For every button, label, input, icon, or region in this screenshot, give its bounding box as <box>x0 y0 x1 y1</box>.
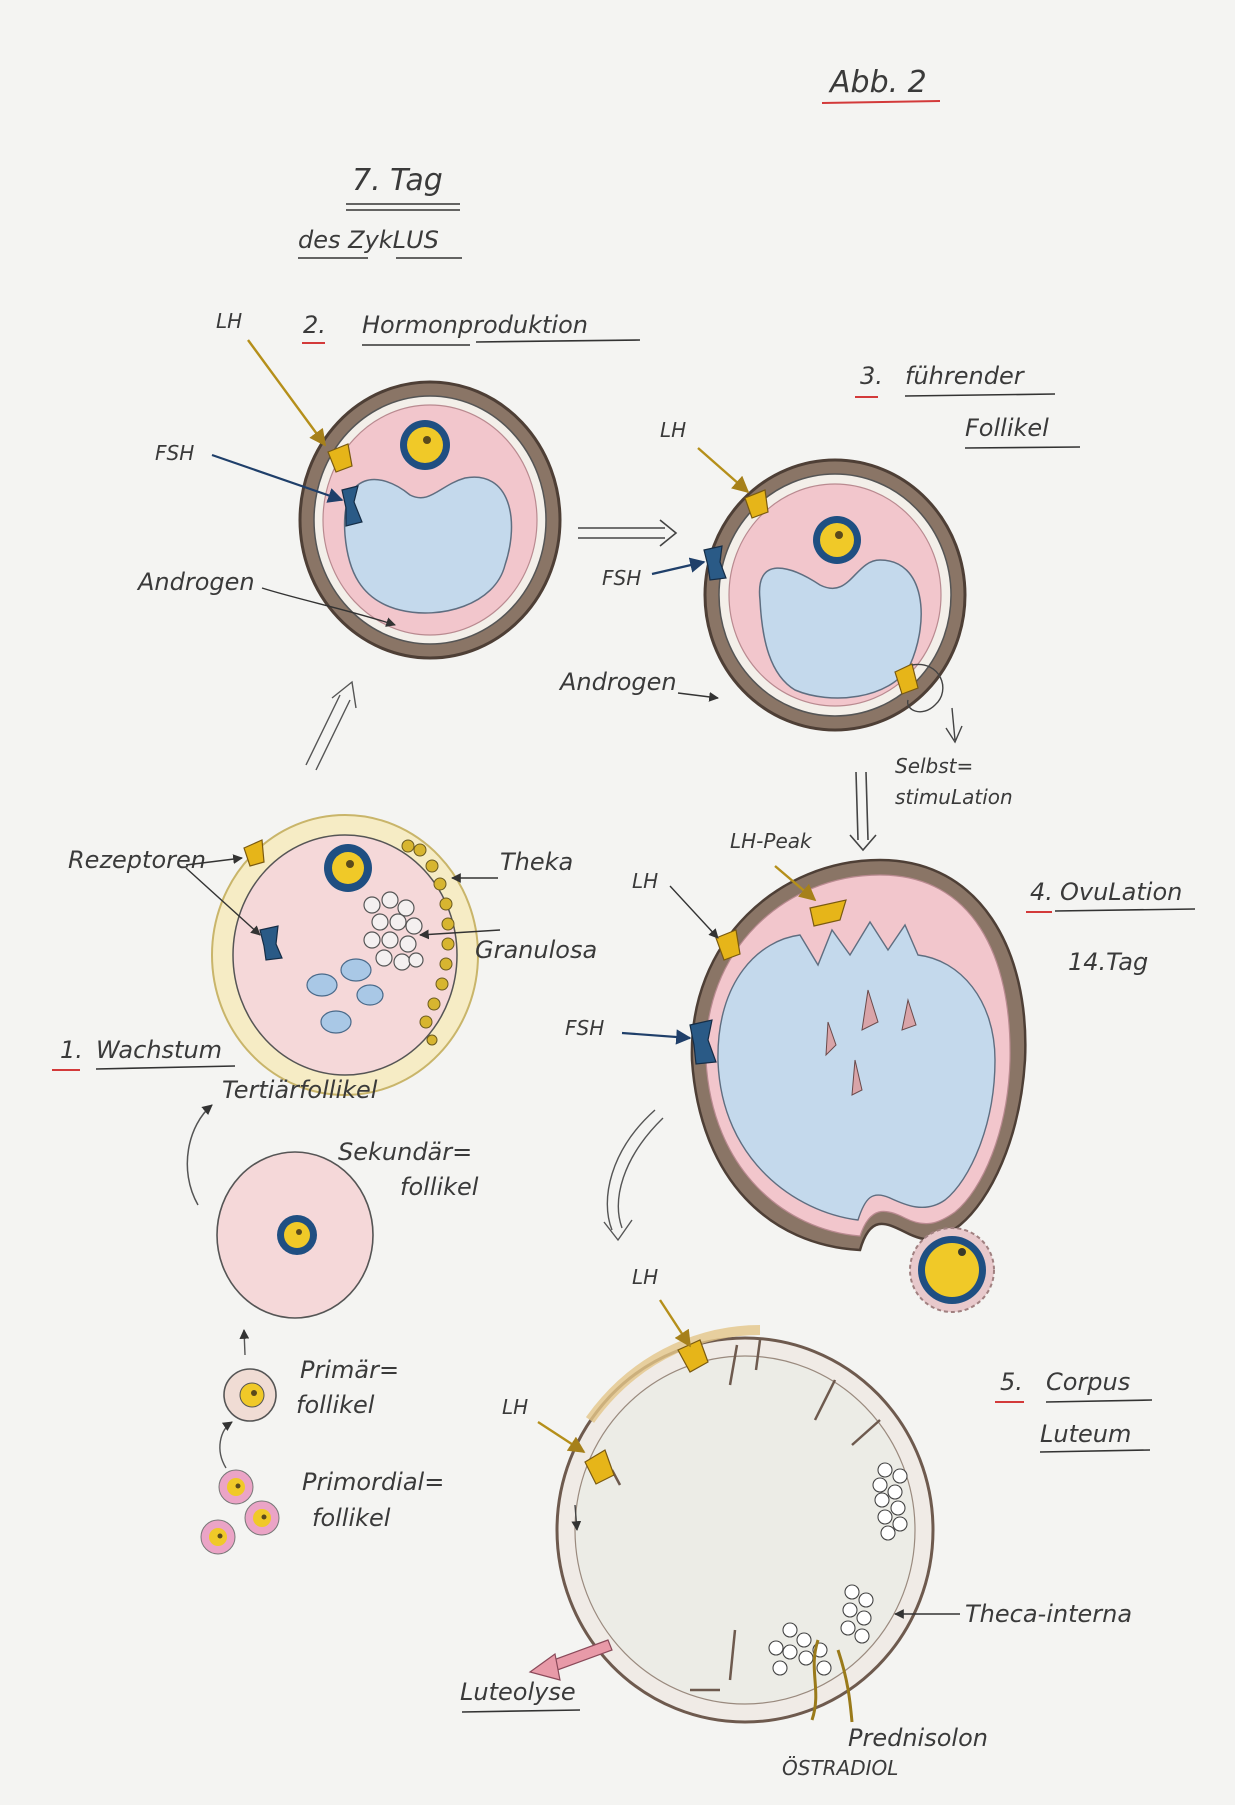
stage-2-number: 2. <box>303 311 326 339</box>
arrow-3-to-4 <box>849 771 877 852</box>
stage-5-heading: 5. Corpus Luteum <box>995 1368 1153 1453</box>
stage-1-number: 1. <box>60 1036 83 1064</box>
stage-4-number: 4. <box>1030 878 1053 906</box>
label-theka: Theka <box>500 848 573 876</box>
label-theca-interna: Theca-interna <box>965 1600 1132 1628</box>
follicle-secondary <box>216 1151 374 1319</box>
lh-receptor <box>327 443 353 473</box>
granulosa-cells <box>363 891 424 971</box>
stage-3-heading: 3. führender Follikel <box>855 362 1081 449</box>
follicle-stage-2 <box>298 380 562 660</box>
stage-4-day: 14.Tag <box>1068 948 1148 976</box>
figure-title-text: Abb. 2 <box>828 65 927 100</box>
label-primordial-line1: Primordial= <box>302 1468 444 1496</box>
arrow-4-to-5 <box>603 1109 664 1242</box>
label-primordial-line2: follikel <box>312 1504 391 1532</box>
lh-peak-receptor <box>809 899 847 927</box>
theca-cells <box>401 839 455 1046</box>
stage-3-number: 3. <box>860 362 883 390</box>
fsh-receptor <box>703 545 727 581</box>
follicle-stage-1 <box>211 814 479 1096</box>
lh-receptor <box>744 489 769 519</box>
label-lh-stage-5-top: LH <box>632 1265 658 1289</box>
label-lh-stage-4: LH <box>632 869 658 893</box>
day-heading-line1: 7. Tag <box>352 163 443 198</box>
label-fsh-stage-2: FSH <box>155 441 194 465</box>
label-granulosa: Granulosa <box>475 936 597 964</box>
lh-receptor <box>677 1339 709 1373</box>
day-heading: 7. Tag des ZykLUS <box>298 163 462 259</box>
label-sekundaer-line1: Sekundär= <box>338 1138 472 1166</box>
stage-2-heading: 2. Hormonproduktion <box>302 311 641 346</box>
label-sekundaer-line2: follikel <box>400 1173 479 1201</box>
corpus-luteum <box>555 1325 935 1724</box>
follicles-primordial <box>200 1469 280 1555</box>
label-fsh-stage-4: FSH <box>565 1016 604 1040</box>
stage-2-name: Hormonproduktion <box>362 311 588 339</box>
label-rezeptoren: Rezeptoren <box>68 846 206 874</box>
self-stimulation-receptor <box>894 663 919 695</box>
label-primaer-line1: Primär= <box>300 1356 399 1384</box>
follicle-primary <box>223 1368 277 1422</box>
label-androgen-stage-3: Androgen <box>558 668 677 696</box>
released-oocyte <box>909 1227 995 1313</box>
stage-5-number: 5. <box>1000 1368 1023 1396</box>
label-androgen-stage-2: Androgen <box>136 568 255 596</box>
follicle-stage-3 <box>703 458 967 732</box>
label-tertiaerfollikel: Tertiärfollikel <box>222 1076 378 1104</box>
arrow-1-to-2 <box>305 680 357 771</box>
lh-receptor <box>243 839 265 867</box>
label-lh-stage-2: LH <box>216 309 242 333</box>
antrum-vesicles <box>306 958 384 1034</box>
figure-title: Abb. 2 <box>821 65 941 104</box>
arrow-2-to-3 <box>578 519 678 547</box>
fsh-receptor <box>689 1019 717 1065</box>
stage-1-name: Wachstum <box>96 1036 222 1064</box>
stage-4-name: OvuLation <box>1060 878 1182 906</box>
label-fsh-stage-3: FSH <box>602 566 641 590</box>
lh-receptor <box>715 929 741 961</box>
fsh-receptor <box>259 925 283 961</box>
label-oestradiol: ÖSTRADIOL <box>782 1756 898 1780</box>
stage-3-line1: führender <box>905 362 1026 390</box>
luteal-cells <box>768 1462 908 1676</box>
fsh-receptor <box>341 485 363 527</box>
follicle-stage-4-ovulation <box>689 858 1027 1252</box>
stage-1-heading: 1. Wachstum <box>52 1036 236 1071</box>
label-prednisolon: Prednisolon <box>848 1724 988 1752</box>
label-selbst-line2: stimuLation <box>895 785 1013 809</box>
label-lh-stage-3: LH <box>660 418 686 442</box>
label-luteolyse: Luteolyse <box>460 1678 576 1706</box>
label-selbst-line1: Selbst= <box>895 754 973 778</box>
stage-5-line1: Corpus <box>1046 1368 1130 1396</box>
stage-3-line2: Follikel <box>965 414 1049 442</box>
label-lh-stage-5-side: LH <box>502 1395 528 1419</box>
stage-5-line2: Luteum <box>1040 1420 1131 1448</box>
stage-4-heading: 4. OvuLation 14.Tag <box>1026 878 1196 976</box>
label-lh-peak: LH-Peak <box>730 829 813 853</box>
luteolyse-arrow <box>528 1639 613 1681</box>
day-heading-line2: des ZykLUS <box>298 226 439 254</box>
label-primaer-line2: follikel <box>296 1391 375 1419</box>
lh-receptor <box>584 1449 615 1485</box>
